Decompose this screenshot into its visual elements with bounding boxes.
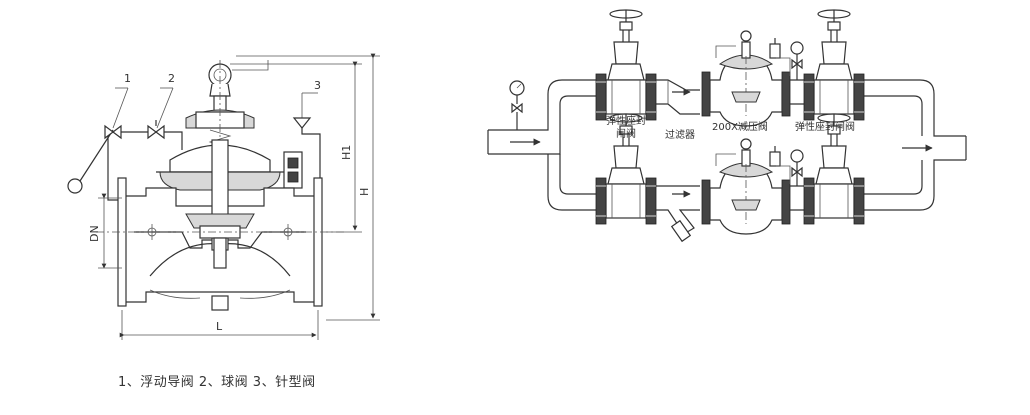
ball-valve-icon bbox=[147, 124, 165, 140]
dimension-h-label: H bbox=[358, 188, 371, 196]
top-inlet-gate-valve-icon bbox=[595, 9, 657, 121]
label-gate-valve-right: 弹性座封闸阀 bbox=[795, 120, 855, 133]
label-gate-valve-top-line1: 弹性座封 bbox=[606, 114, 646, 127]
top-reducing-valve-icon bbox=[701, 30, 791, 127]
bottom-outlet-gauge-icon bbox=[790, 149, 804, 163]
legend-caption: 1、浮动导阀 2、球阀 3、针型阀 bbox=[118, 375, 316, 390]
dimension-dn-label: DN bbox=[88, 225, 101, 242]
float-ball-icon bbox=[67, 178, 83, 194]
dimension-l-label: L bbox=[216, 320, 223, 333]
label-gate-valve-top-line2: 闸阀 bbox=[616, 127, 636, 140]
bypass-installation-diagram: 弹性座封 闸阀 过滤器 200X减压阀 弹性座封闸阀 bbox=[487, 9, 967, 243]
callout-2: 2 bbox=[168, 72, 175, 85]
callout-3: 3 bbox=[314, 79, 321, 92]
top-outlet-gate-valve-icon bbox=[803, 9, 865, 121]
float-pilot-valve-icon bbox=[104, 124, 122, 140]
y-strainer-icon bbox=[656, 185, 700, 235]
dimension-h1-label: H1 bbox=[340, 145, 353, 160]
needle-valve-icon bbox=[292, 117, 312, 129]
bottom-reducing-valve-icon bbox=[701, 138, 791, 235]
top-outlet-gauge-icon bbox=[790, 41, 804, 55]
label-reducing-valve: 200X减压阀 bbox=[712, 120, 768, 133]
callout-1: 1 bbox=[124, 72, 131, 85]
pressure-valve-section-drawing: 1 2 3 bbox=[67, 53, 380, 340]
label-filter: 过滤器 bbox=[665, 128, 695, 141]
